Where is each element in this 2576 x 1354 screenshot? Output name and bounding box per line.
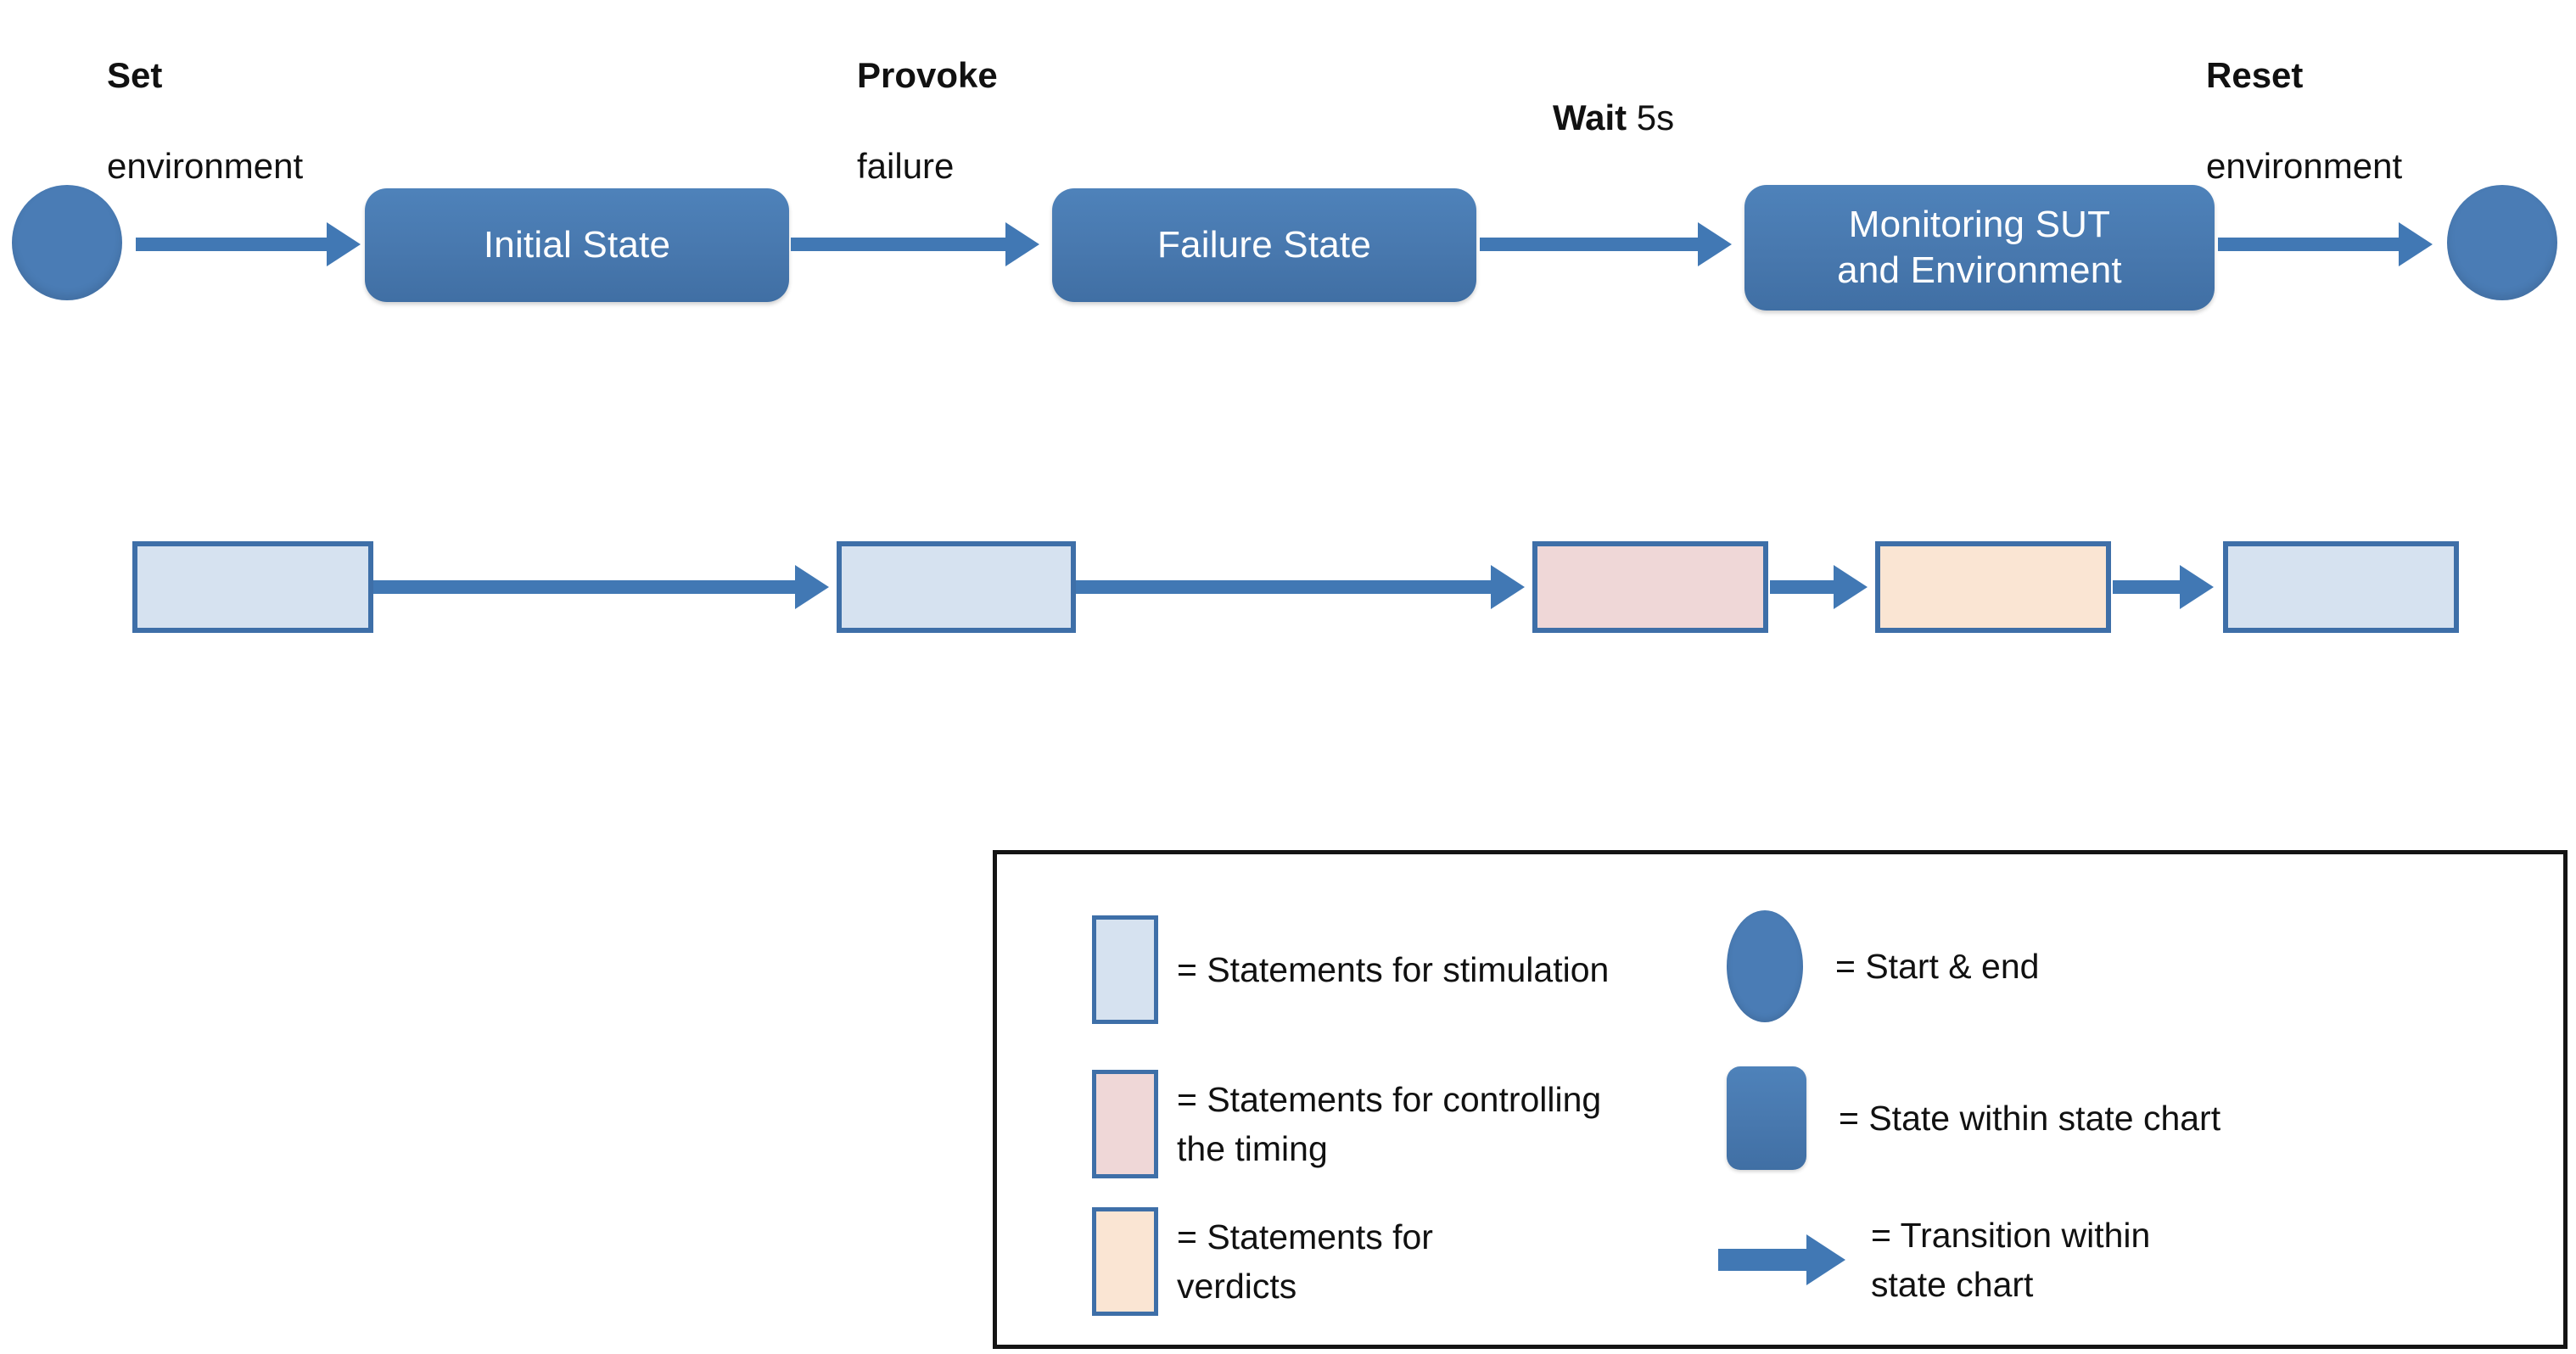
legend-item-label: = Transition within state chart <box>1871 1216 2151 1305</box>
caption-reset-bold: Reset <box>2206 54 2304 95</box>
arrow-shaft <box>791 238 1010 251</box>
caption-set-bold: Set <box>107 54 163 95</box>
arrow-shaft <box>1718 1249 1810 1272</box>
statement-box-timing <box>1532 541 1768 633</box>
statement-verdict-swatch <box>1092 1207 1158 1316</box>
arrow-head <box>2399 222 2433 266</box>
arrow-head <box>795 565 829 609</box>
legend-panel: = Statements for stimulation = Statement… <box>993 850 2568 1349</box>
legend-item-label: = Statements for controlling the timing <box>1177 1079 1602 1168</box>
legend-item-state-within-state-chart: = State within state chart <box>1727 1066 2220 1170</box>
arrow-shaft <box>1480 238 1702 251</box>
legend-item-start-and-end: = Start & end <box>1727 910 2039 1022</box>
state-box-monitoring-sut-and-environment: Monitoring SUT and Environment <box>1744 185 2215 311</box>
legend-item-transition-within-state-chart: = Transition within state chart <box>1718 1211 2150 1309</box>
statement-box-verdict <box>1875 541 2111 633</box>
arrow-shaft <box>2113 580 2184 594</box>
arrow-head <box>1698 222 1732 266</box>
arrow-head <box>327 222 361 266</box>
state-label: Monitoring SUT and Environment <box>1837 204 2122 291</box>
end-circle <box>2447 185 2557 300</box>
transition-arrow-icon <box>1718 1234 1845 1286</box>
caption-reset-regular: environment <box>2206 146 2403 187</box>
statement-box-stimulation-1 <box>132 541 373 633</box>
arrow-head <box>1834 565 1868 609</box>
statement-box-stimulation-2 <box>837 541 1076 633</box>
arrow-shaft <box>136 238 331 251</box>
arrow-head <box>2180 565 2214 609</box>
legend-item-label: = Start & end <box>1835 946 2040 986</box>
start-end-circle-icon <box>1727 910 1803 1022</box>
caption-set-regular: environment <box>107 146 304 187</box>
state-box-initial-state: Initial State <box>365 188 789 302</box>
caption-provoke-regular: failure <box>857 146 955 187</box>
legend-item-label: = Statements for stimulation <box>1177 949 1610 989</box>
arrow-shaft <box>2218 238 2403 251</box>
legend-item-statements-for-stimulation: = Statements for stimulation <box>1092 915 1609 1024</box>
statement-stimulation-swatch <box>1092 915 1158 1024</box>
caption-wait-5s: Wait 5s <box>1553 49 1674 141</box>
caption-wait-regular: 5s <box>1636 97 1675 137</box>
caption-provoke-failure: Provoke failure <box>857 7 998 189</box>
start-circle <box>12 185 122 300</box>
caption-provoke-bold: Provoke <box>857 54 998 95</box>
statement-timing-swatch <box>1092 1070 1158 1178</box>
legend-item-label: = State within state chart <box>1839 1098 2221 1138</box>
legend-item-label: = Statements for verdicts <box>1177 1217 1433 1306</box>
state-box-failure-state: Failure State <box>1052 188 1476 302</box>
state-label: Failure State <box>1156 224 1372 266</box>
arrow-shaft <box>373 580 799 594</box>
state-label: Initial State <box>483 224 671 266</box>
arrow-head <box>1005 222 1039 266</box>
caption-wait-bold: Wait <box>1553 97 1627 137</box>
arrow-shaft <box>1770 580 1838 594</box>
state-rounded-box-icon <box>1727 1066 1806 1170</box>
caption-reset-environment: Reset environment <box>2206 7 2402 189</box>
legend-item-statements-for-verdicts: = Statements for verdicts <box>1092 1207 1433 1316</box>
legend-item-statements-for-controlling-timing: = Statements for controlling the timing <box>1092 1070 1601 1178</box>
statement-box-stimulation-3 <box>2223 541 2459 633</box>
arrow-head <box>1491 565 1525 609</box>
arrow-head <box>1806 1234 1845 1286</box>
arrow-shaft <box>1076 580 1495 594</box>
caption-set-environment: Set environment <box>107 7 303 189</box>
